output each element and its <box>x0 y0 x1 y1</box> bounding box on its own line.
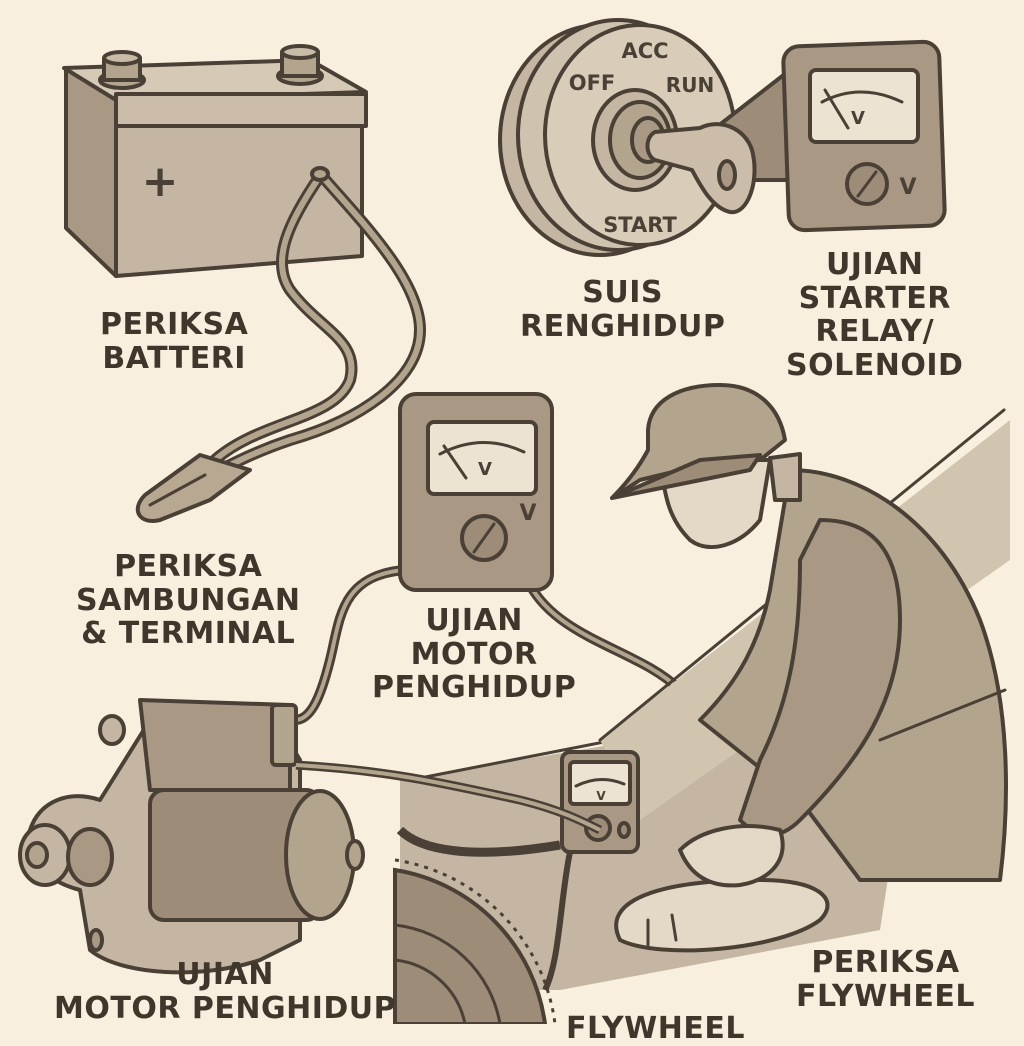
label-line: MOTOR PENGHIDUP <box>54 990 397 1026</box>
label-line: UJIAN <box>176 957 274 992</box>
label-line: FLYWHEEL <box>796 978 975 1014</box>
label-ignition-switch: SUIS RENGHIDUP <box>520 276 725 343</box>
label-line: FLYWHEEL <box>566 1011 745 1046</box>
label-line: PERIKSA <box>100 307 249 342</box>
battery-plus-symbol: + <box>142 156 179 207</box>
meter-unit-symbol: V <box>519 501 536 526</box>
label-line: PENGHIDUP <box>372 670 577 706</box>
ignition-run-label: RUN <box>666 73 714 97</box>
label-line: & TERMINAL <box>81 616 296 652</box>
label-line: PERIKSA <box>811 945 960 980</box>
label-check-flywheel: PERIKSA FLYWHEEL <box>796 946 975 1013</box>
label-line: UJIAN <box>425 603 523 638</box>
label-line: SUIS <box>582 275 664 310</box>
label-flywheel-cutoff: FLYWHEEL <box>566 1012 745 1046</box>
label-check-connections: PERIKSA SAMBUNGAN & TERMINAL <box>76 550 300 651</box>
label-line: SOLENOID <box>786 347 964 383</box>
meter-unit-symbol: V <box>851 108 865 129</box>
ignition-off-label: OFF <box>569 71 616 95</box>
label-line: RELAY/ <box>815 314 935 350</box>
illustration-canvas: .ink { stroke:#4a4036; stroke-width:4; s… <box>18 18 1010 1024</box>
label-line: STARTER <box>798 280 951 316</box>
meter-unit-symbol: V <box>899 175 916 200</box>
ignition-acc-label: ACC <box>621 39 668 63</box>
label-test-relay: UJIAN STARTER RELAY/ SOLENOID <box>786 248 963 382</box>
label-line: UJIAN <box>825 247 924 282</box>
handheld-voltmeter-icon: V <box>396 750 640 992</box>
label-line: PERIKSA <box>114 549 263 584</box>
relay-voltmeter-icon: V V <box>781 39 947 233</box>
meter-unit-symbol: V <box>478 459 492 480</box>
jumper-cable-icon <box>135 166 427 523</box>
starter-motor-icon <box>18 698 603 975</box>
label-line: BATTERI <box>102 340 246 376</box>
mechanic-icon <box>610 383 1008 888</box>
battery-icon: + <box>62 44 368 278</box>
meter-unit-symbol: V <box>596 789 606 803</box>
label-line: MOTOR <box>410 636 538 672</box>
ignition-switch-icon: ACC OFF RUN START <box>498 18 737 257</box>
label-check-battery: PERIKSA BATTERI <box>100 308 248 375</box>
label-line: RENGHIDUP <box>520 308 726 344</box>
label-test-motor-meter: UJIAN MOTOR PENGHIDUP <box>372 604 576 705</box>
flywheel-icon <box>393 858 557 1024</box>
ignition-start-label: START <box>603 213 677 237</box>
label-line: SAMBUNGAN <box>76 582 301 618</box>
label-test-starter-motor: UJIAN MOTOR PENGHIDUP <box>54 958 396 1025</box>
